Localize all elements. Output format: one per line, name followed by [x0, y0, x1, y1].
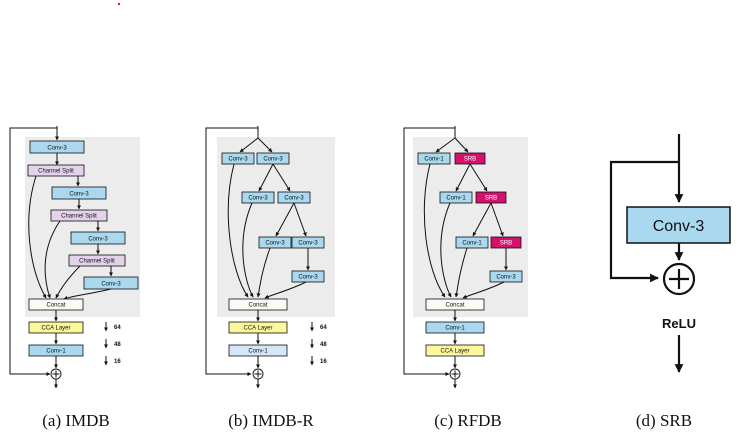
imdbr-dim-48: 48	[320, 342, 327, 348]
rfdb-conv1-3	[455, 236, 489, 249]
rfdb-background	[413, 137, 528, 317]
imdbr-conv3-a1	[221, 152, 255, 165]
rfdb-conv1-2	[439, 191, 473, 204]
imdb-channel-split-3-label: Channel Split	[79, 259, 115, 265]
imdb-dim-64: 64	[114, 325, 121, 331]
imdb-channel-split-3	[68, 254, 126, 267]
rfdb-conv1-2-label: Conv-1	[446, 196, 466, 202]
imdbr-conv3-b2-label: Conv-3	[284, 196, 304, 202]
imdbr-caption: (b) IMDB-R	[228, 411, 314, 430]
rfdb-srb-2-label: SRB	[485, 196, 497, 202]
imdb-conv3-2-label: Conv-3	[69, 192, 89, 198]
imdbr-conv1-label: Conv-1	[248, 349, 268, 355]
rfdb-conv1-1	[417, 152, 451, 165]
imdbr-concat-label: Concat	[248, 303, 267, 309]
imdb-conv1-label: Conv-1	[46, 349, 66, 355]
imdb-conv3-4-label: Conv-3	[101, 282, 121, 288]
imdbr-background	[217, 137, 335, 317]
imdbr-cca-layer-label: CCA Layer	[243, 326, 272, 332]
imdbr-conv3-b3-label: Conv-3	[298, 241, 318, 247]
rfdb-caption: (c) RFDB	[434, 411, 502, 430]
imdbr-conv3-b1-label: Conv-3	[263, 157, 283, 163]
imdbr-conv3-a3	[258, 236, 292, 249]
imdb-conv3-1-label: Conv-3	[47, 146, 67, 152]
imdb-channel-split-1	[27, 164, 85, 177]
srb-conv3-label: Conv-3	[653, 218, 705, 235]
imdb-panel: Conv-3 Channel Split Conv-3 Channel Spli…	[9, 126, 140, 430]
imdbr-dim-64: 64	[320, 325, 327, 331]
rfdb-concat-label: Concat	[445, 303, 464, 309]
imdbr-conv3-4-label: Conv-3	[298, 275, 318, 281]
imdbr-panel: Conv-3 Conv-3 Conv-3 Conv-3 Conv-3 Conv-…	[205, 126, 335, 430]
rfdb-srb-3-label: SRB	[500, 241, 512, 247]
srb-relu-label: ReLU	[662, 316, 696, 331]
imdbr-conv3-a3-label: Conv-3	[265, 241, 285, 247]
rfdb-conv1-3-label: Conv-1	[462, 241, 482, 247]
imdb-channel-split-2	[50, 209, 108, 222]
imdbr-conv3-a2	[241, 191, 275, 204]
imdb-caption: (a) IMDB	[42, 411, 110, 430]
rfdb-conv1-1-label: Conv-1	[424, 157, 444, 163]
imdbr-conv3-4	[291, 270, 325, 283]
srb-panel: Conv-3 ReLU (d) SRB	[609, 134, 731, 430]
imdb-conv3-3-label: Conv-3	[88, 237, 108, 243]
srb-conv3	[626, 206, 731, 244]
rfdb-panel: Conv-1 SRB Conv-1 SRB Conv-1 SRB Conv-3 …	[403, 126, 528, 430]
imdbr-dim-16: 16	[320, 359, 327, 365]
rfdb-conv3	[489, 270, 523, 283]
rfdb-conv1-out-label: Conv-1	[445, 326, 465, 332]
imdbr-conv3-a2-label: Conv-3	[248, 196, 268, 202]
imdb-concat-label: Concat	[46, 303, 65, 309]
rfdb-conv3-label: Conv-3	[496, 275, 516, 281]
red-dot	[117, 2, 121, 6]
srb-caption: (d) SRB	[636, 411, 692, 430]
rfdb-srb-1-label: SRB	[464, 157, 476, 163]
imdb-channel-split-2-label: Channel Split	[61, 214, 97, 220]
imdb-dim-48: 48	[114, 342, 121, 348]
rfdb-cca-layer-label: CCA Layer	[440, 349, 469, 355]
imdbr-conv3-a1-label: Conv-3	[228, 157, 248, 163]
imdb-dim-16: 16	[114, 359, 121, 365]
imdb-cca-layer-label: CCA Layer	[41, 326, 70, 332]
imdb-channel-split-1-label: Channel Split	[38, 169, 74, 175]
